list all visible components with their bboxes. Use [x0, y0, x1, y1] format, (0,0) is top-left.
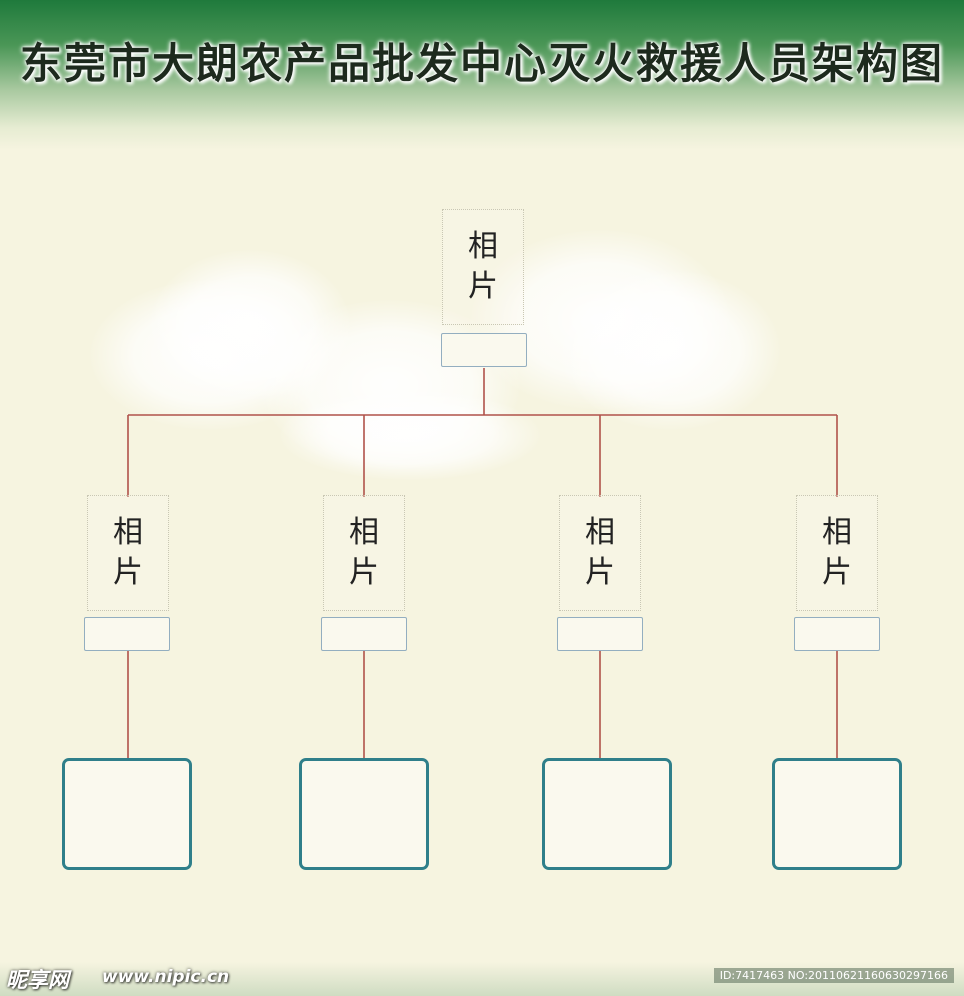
photo-label-char: 片: [468, 269, 498, 304]
photo-label-char: 相: [113, 515, 143, 550]
photo-label-char: 片: [822, 555, 852, 590]
top-photo-placeholder: 相 片: [442, 209, 524, 325]
photo-label-char: 片: [349, 555, 379, 590]
sub-photo-placeholder-4: 相 片: [796, 495, 878, 611]
sub-name-box-2: [321, 617, 407, 651]
watermark-url: www.nipic.cn: [102, 967, 230, 987]
page-title: 东莞市大朗农产品批发中心灭火救援人员架构图: [19, 39, 944, 88]
photo-label-char: 相: [585, 515, 615, 550]
watermark-logo: 昵享网: [6, 968, 69, 992]
watermark-id: ID:7417463 NO:20110621160630297166: [713, 968, 954, 983]
sub-member-box-2: [299, 758, 429, 870]
header-band: [0, 0, 964, 150]
sub-photo-placeholder-3: 相 片: [559, 495, 641, 611]
sub-member-box-3: [542, 758, 672, 870]
photo-label-char: 片: [113, 555, 143, 590]
sub-name-box-4: [794, 617, 880, 651]
photo-label-char: 相: [822, 515, 852, 550]
sub-member-box-1: [62, 758, 192, 870]
top-name-box: [441, 333, 527, 367]
sub-photo-placeholder-2: 相 片: [323, 495, 405, 611]
sub-name-box-3: [557, 617, 643, 651]
sub-member-box-4: [772, 758, 902, 870]
sub-name-box-1: [84, 617, 170, 651]
photo-label-char: 片: [585, 555, 615, 590]
sub-photo-placeholder-1: 相 片: [87, 495, 169, 611]
photo-label-char: 相: [468, 229, 498, 264]
photo-label-char: 相: [349, 515, 379, 550]
